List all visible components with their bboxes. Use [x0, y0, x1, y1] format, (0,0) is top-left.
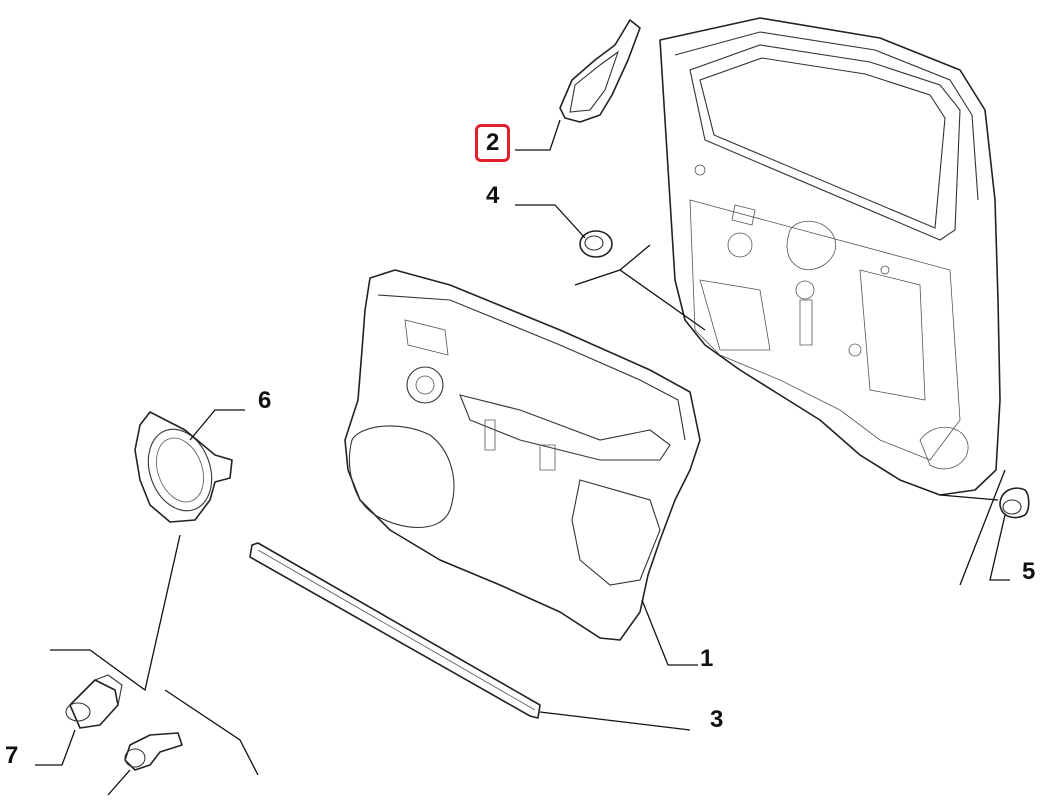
callout-4: 4	[486, 182, 500, 209]
part-2-corner-trim	[559, 19, 641, 123]
leader-lines	[35, 119, 1010, 796]
part-7-rivet-nut	[65, 674, 123, 729]
callout-5: 5	[1022, 558, 1036, 585]
part-1-door-panel	[344, 269, 701, 641]
part-4-plug	[579, 230, 613, 258]
callout-2: 2	[475, 124, 511, 162]
callout-1: 1	[700, 645, 714, 672]
callout-7: 7	[5, 742, 19, 769]
part-3-weather-strip	[249, 542, 541, 719]
part-5-grommet	[999, 487, 1030, 519]
part-6-speaker-bracket	[134, 411, 233, 523]
door-frame	[659, 17, 1001, 496]
callout-6: 6	[258, 387, 272, 414]
callout-3: 3	[710, 706, 724, 733]
part-7-bolt	[124, 732, 183, 771]
